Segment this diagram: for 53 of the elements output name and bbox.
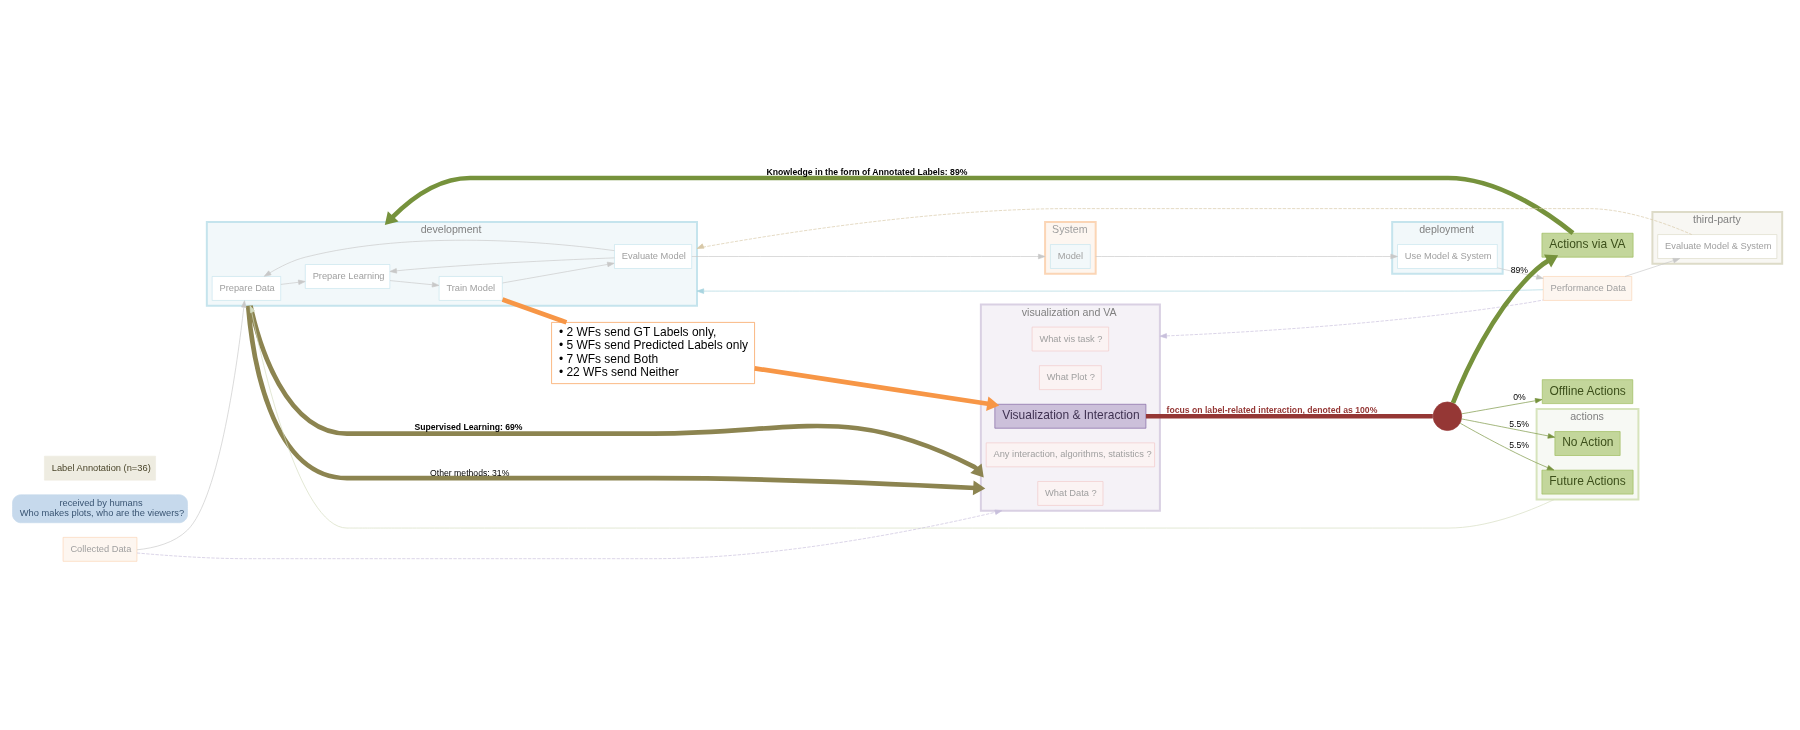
connector [1145,413,1433,419]
node-box: Performance Data [1542,276,1633,301]
node-box: Prepare Data [211,276,282,301]
arrow [1497,267,1544,280]
connector [501,297,568,325]
node-box: Use Model & System [1397,244,1498,269]
arrow [1459,422,1555,471]
node-box: What Data ? [1037,481,1104,506]
edge-label: 0% [1513,391,1526,402]
edge-label: 5.5% [1509,419,1530,430]
node-box: Offline Actions [1541,379,1634,404]
arrow [1624,258,1681,277]
node-box: Evaluate Model [614,244,692,269]
node-circle [1432,401,1463,431]
arrow [384,175,1575,236]
edge-label: focus on label-related interaction, denoted as 100% [1166,405,1378,416]
arrow [502,261,615,284]
node-box: Model [1050,244,1091,269]
edge-label: 5.5% [1509,439,1530,450]
node-box: received by humans Who makes plots, who are the viewers? [12,494,188,524]
node-box: Future Actions [1541,469,1634,495]
node-box: Collected Data [62,537,138,562]
arrow [263,239,615,277]
node-box: No Action [1554,431,1621,456]
arrow [696,288,1544,294]
arrow [280,279,306,285]
node-box: Any interaction, algorithms, statistics ? [985,442,1155,468]
node-box: Actions via VA [1541,232,1634,258]
arrow [136,300,247,551]
arrow [1461,418,1556,439]
node-box: • 2 WFs send GT Labels only, • 5 WFs send Predicted Labels only • 7 WFs send Both • 22 WFs send Neither [551,322,755,384]
edge-label: Supervised Learning: 69% [414,422,523,433]
node-box: Prepare Learning [305,264,391,289]
edge-label: 89% [1510,265,1528,276]
node-box: Visualization & Interaction [994,403,1147,429]
node-box: Train Model [438,276,503,301]
arrow [1095,253,1398,260]
edge-label: Other methods: 31% [430,467,510,478]
edge-label: Knowledge in the form of Annotated Labels: 89% [766,166,968,177]
arrow [696,208,1693,249]
node-box: What vis task ? [1031,326,1109,352]
node-box: What Plot ? [1039,365,1102,390]
arrow [389,257,615,274]
arrow [691,253,1046,260]
arrow [1159,299,1544,339]
node-box: Label Annotation (n=36) [44,455,156,481]
arrow [754,366,1000,412]
arrow [249,305,1555,529]
arrow [1450,254,1559,404]
arrow [136,509,1003,559]
arrow [389,280,440,288]
node-box: Evaluate Model & System [1657,234,1778,259]
arrow [1461,398,1543,415]
